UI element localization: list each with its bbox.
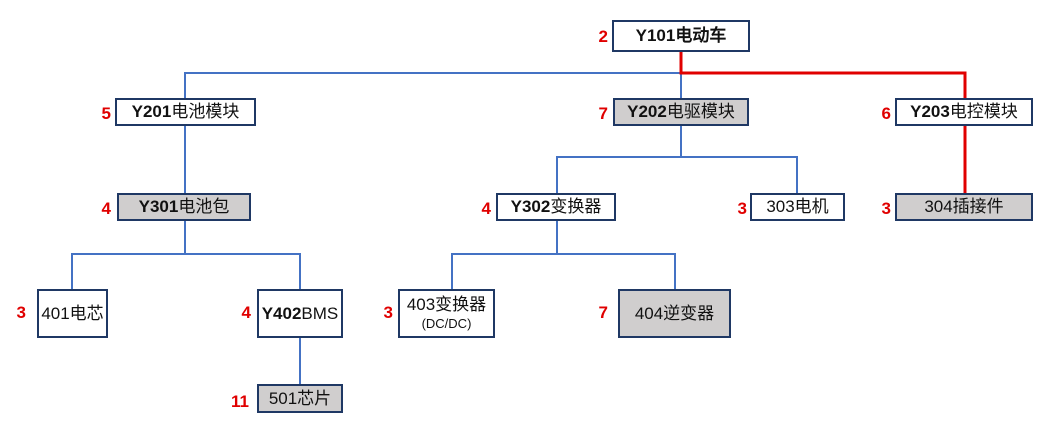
node-401-label: 401电芯 — [41, 303, 104, 323]
connector-y101-y203-highlight — [679, 52, 967, 98]
node-y202-label: Y202电驱模块 — [627, 102, 735, 122]
count-501: 11 — [231, 392, 249, 411]
connector-y302-404 — [556, 221, 676, 289]
node-y301: Y301电池包 — [117, 193, 251, 221]
node-y302: Y302变换器 — [496, 193, 616, 221]
count-404: 7 — [598, 303, 608, 322]
node-404: 404逆变器 — [618, 289, 731, 338]
connector-y202-y302 — [556, 126, 682, 193]
count-y203: 6 — [881, 104, 891, 123]
node-y202: Y202电驱模块 — [613, 98, 749, 126]
node-y402-label: Y402BMS — [261, 303, 339, 323]
connector-y101-y201 — [184, 52, 682, 98]
node-404-label: 404逆变器 — [634, 303, 715, 323]
connector-y301-401 — [71, 221, 186, 289]
node-y101: Y101电动车 — [612, 20, 750, 52]
count-y202: 7 — [598, 104, 608, 123]
node-y101-label: Y101电动车 — [635, 26, 727, 46]
count-y302: 4 — [481, 199, 491, 218]
node-304: 304插接件 — [895, 193, 1033, 221]
node-y302-label: Y302变换器 — [510, 197, 602, 217]
count-304: 3 — [881, 199, 891, 218]
count-403: 3 — [383, 303, 393, 322]
node-y402: Y402BMS — [257, 289, 343, 338]
count-y301: 4 — [101, 199, 111, 218]
connector-y301-y402 — [184, 221, 301, 289]
node-501: 501芯片 — [257, 384, 343, 413]
count-303: 3 — [737, 199, 747, 218]
node-y201: Y201电池模块 — [115, 98, 256, 126]
node-y203: Y203电控模块 — [895, 98, 1033, 126]
node-304-label: 304插接件 — [924, 197, 1004, 217]
node-403: 403变换器 (DC/DC) — [398, 289, 495, 338]
node-303-label: 303电机 — [766, 197, 829, 217]
node-501-label: 501芯片 — [268, 388, 332, 408]
count-y101: 2 — [598, 27, 608, 46]
node-403-sublabel: (DC/DC) — [421, 316, 472, 332]
node-303: 303电机 — [750, 193, 845, 221]
count-y402: 4 — [241, 303, 251, 322]
node-y201-label: Y201电池模块 — [131, 102, 240, 122]
connector-y202-303 — [680, 126, 798, 193]
node-401: 401电芯 — [37, 289, 108, 338]
connector-y302-403 — [451, 221, 558, 289]
node-y203-label: Y203电控模块 — [910, 102, 1018, 122]
node-y301-label: Y301电池包 — [138, 197, 230, 217]
count-401: 3 — [16, 303, 26, 322]
node-403-label: 403变换器 — [406, 294, 487, 314]
count-y201: 5 — [101, 104, 111, 123]
